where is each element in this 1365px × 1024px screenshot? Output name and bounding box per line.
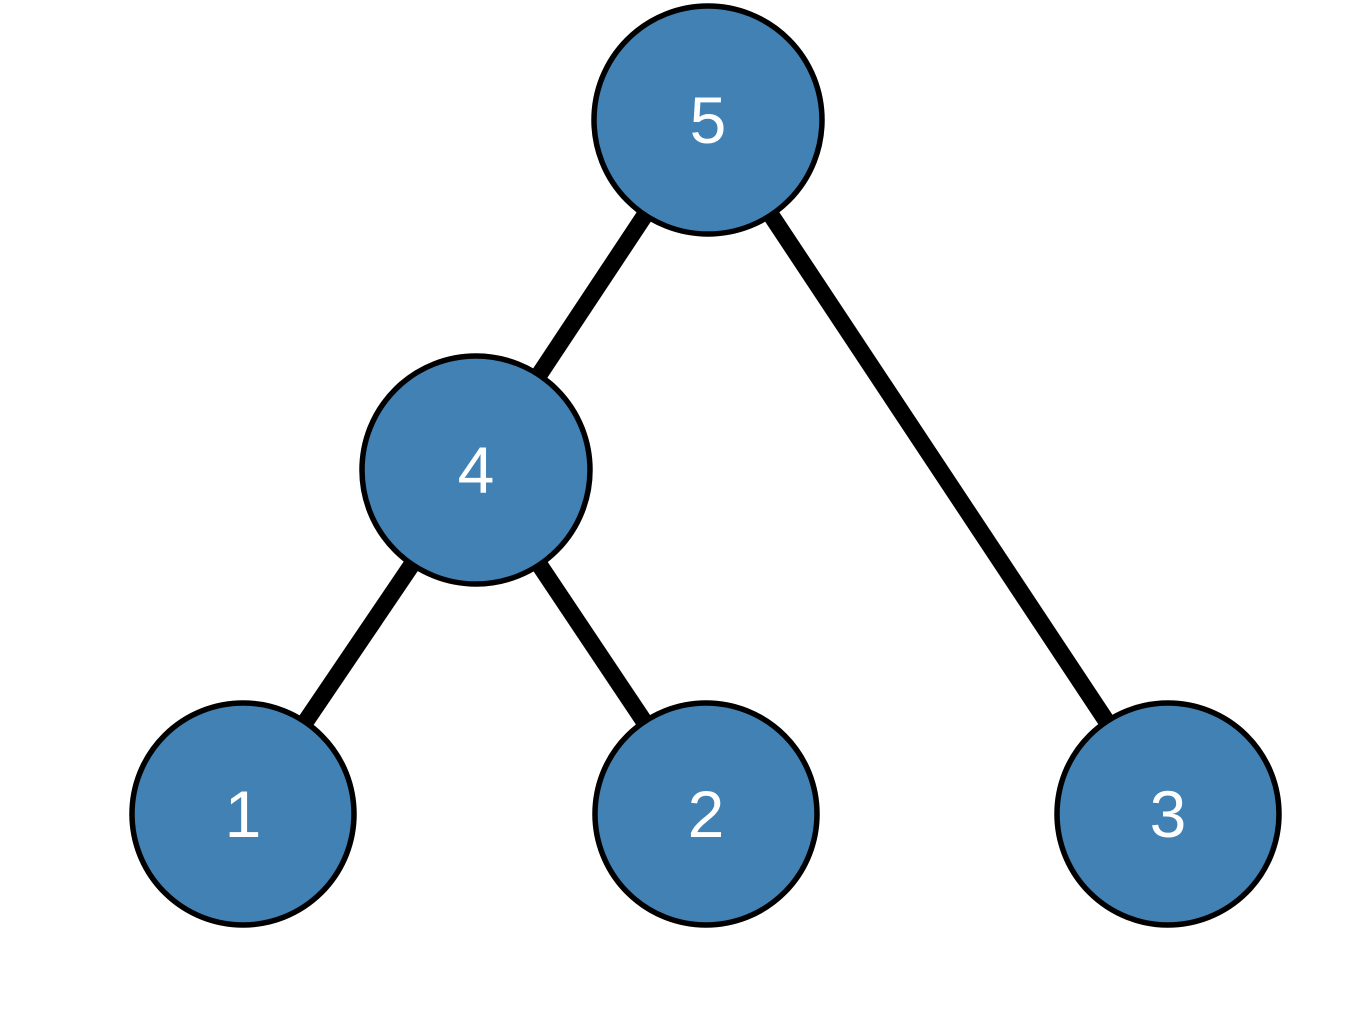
tree-node-1: 1	[129, 700, 357, 928]
tree-node-circle-2	[592, 700, 820, 928]
tree-edge-5-3	[700, 115, 1176, 819]
tree-node-label-1: 1	[225, 777, 262, 851]
nodes-layer: 5 4 1 2 3	[129, 3, 1282, 928]
tree-node-circle-4	[359, 353, 593, 587]
tree-node-circle-5	[591, 3, 825, 237]
tree-node-label-5: 5	[690, 83, 727, 157]
tree-node-2: 2	[592, 700, 820, 928]
tree-node-circle-3	[1054, 700, 1282, 928]
tree-node-3: 3	[1054, 700, 1282, 928]
tree-node-label-4: 4	[458, 433, 495, 507]
tree-node-5: 5	[591, 3, 825, 237]
tree-node-label-2: 2	[688, 777, 725, 851]
tree-node-label-3: 3	[1150, 777, 1187, 851]
tree-node-4: 4	[359, 353, 593, 587]
tree-node-circle-1	[129, 700, 357, 928]
